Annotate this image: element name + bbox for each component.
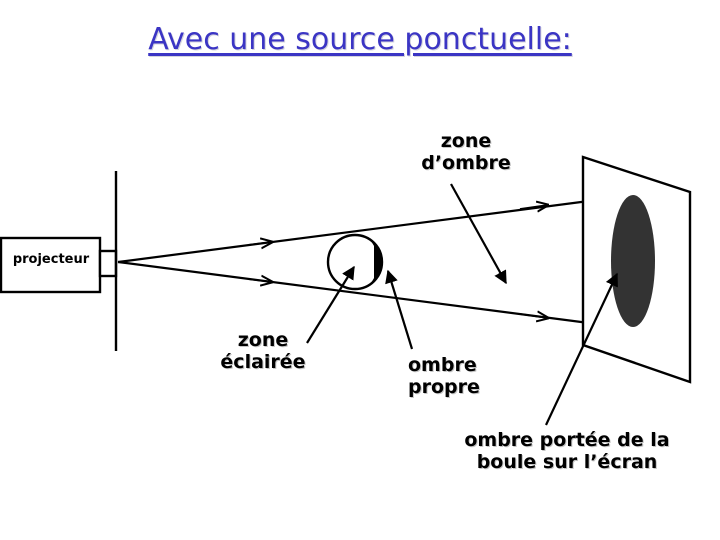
light-ray-upper bbox=[117, 196, 613, 264]
label-zone-eclairee: zone éclairée bbox=[220, 329, 306, 373]
cast-shadow-ellipse bbox=[611, 195, 655, 327]
pointer-ombre-propre bbox=[385, 269, 414, 350]
page-title: Avec une source ponctuelle: bbox=[148, 22, 572, 57]
light-ray-lower-arrow-2 bbox=[519, 314, 548, 318]
pointer-ombre-portee bbox=[545, 272, 618, 426]
light-ray-upper-arrow-2 bbox=[519, 205, 548, 209]
label-ombre-propre: ombre propre bbox=[408, 354, 480, 398]
label-zone-ombre: zone d’ombre bbox=[421, 130, 511, 174]
projector-label: projecteur bbox=[12, 252, 90, 267]
pointer-zone-ombre bbox=[450, 183, 507, 285]
light-ray-lower-arrow-1 bbox=[247, 279, 272, 282]
pointer-zone-eclairee bbox=[306, 265, 355, 344]
projector-nozzle bbox=[98, 249, 118, 278]
label-ombre-portee: ombre portée de la boule sur l’écran bbox=[464, 429, 670, 473]
ball-self-shadow-fill bbox=[374, 235, 382, 289]
light-ray-upper-arrow-1 bbox=[247, 242, 272, 245]
projector-body bbox=[0, 236, 102, 294]
